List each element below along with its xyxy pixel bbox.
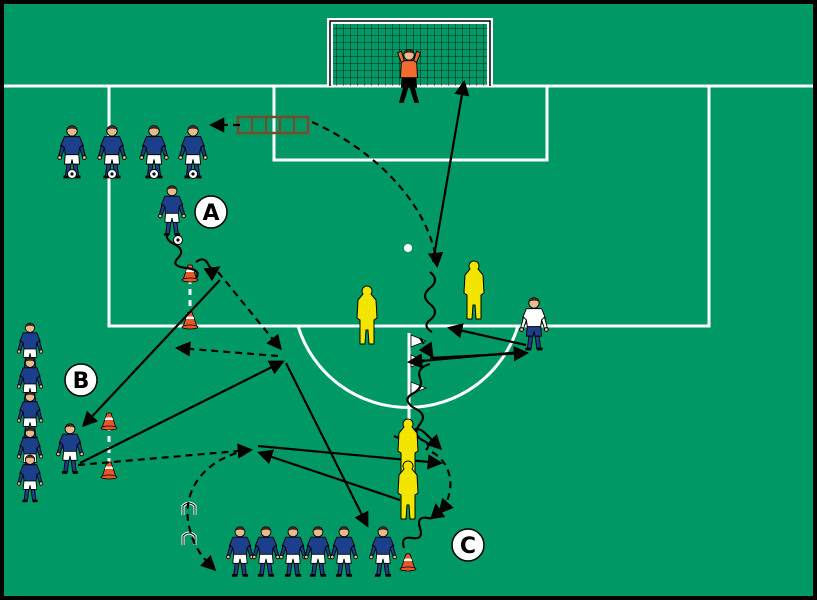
- mannequin-icon: [397, 460, 419, 520]
- penalty-spot: [404, 244, 412, 252]
- station-label-a: A: [194, 195, 228, 229]
- ball-icon: [149, 169, 159, 179]
- run-line: [418, 337, 434, 359]
- player-icon: [304, 526, 332, 577]
- station-label-b-text: B: [73, 369, 90, 394]
- player-icon: [16, 427, 44, 476]
- dribble-line: [165, 229, 199, 279]
- goalkeeper-icon: [396, 49, 422, 103]
- cones: [100, 264, 417, 572]
- cone-icon: [100, 461, 118, 480]
- cone-icon: [100, 412, 118, 431]
- defender-icon: [519, 297, 549, 351]
- player-icon: [369, 526, 397, 577]
- station-label-b: B: [64, 363, 98, 397]
- pass-line: [81, 279, 221, 428]
- run-line: [174, 341, 279, 358]
- mannequins: [356, 260, 485, 520]
- station-label-c: C: [451, 528, 485, 562]
- ball-icon: [67, 169, 77, 179]
- mannequin-icon: [463, 260, 485, 320]
- player-icon: [16, 454, 44, 503]
- pass-line: [429, 345, 530, 362]
- pass-line: [285, 362, 369, 528]
- pass-line: [446, 323, 527, 347]
- run-line: [77, 443, 254, 467]
- player-icon: [330, 526, 358, 577]
- ball-icon: [107, 169, 117, 179]
- player-icon: [56, 423, 84, 474]
- pass-line: [257, 449, 401, 502]
- ball-icon: [188, 169, 198, 179]
- dribble-line: [423, 271, 437, 333]
- run-line: [311, 120, 444, 269]
- pass-line: [79, 360, 285, 464]
- cone-icon: [181, 311, 199, 330]
- dribble-line: [195, 258, 221, 282]
- station-label-a-text: A: [202, 201, 219, 226]
- station-label-c-text: C: [460, 534, 476, 559]
- mannequin-icon: [356, 285, 378, 345]
- player-icon: [158, 185, 186, 236]
- shot-line: [431, 79, 470, 263]
- dribble-line: [401, 502, 446, 549]
- dribble-line: [406, 362, 431, 451]
- balls: [67, 169, 198, 245]
- cone-icon: [399, 553, 417, 572]
- player-icon: [252, 526, 280, 577]
- run-line: [217, 271, 282, 351]
- ball-icon: [173, 235, 183, 245]
- player-icon: [226, 526, 254, 577]
